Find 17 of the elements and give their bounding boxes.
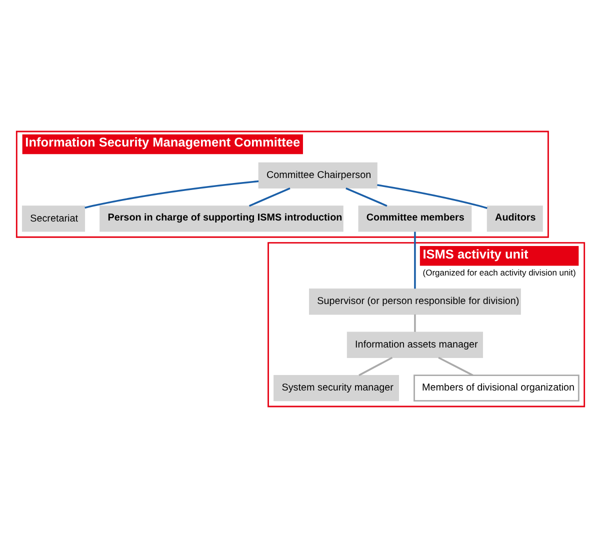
- connector: [438, 356, 474, 376]
- connector: [346, 187, 388, 207]
- connector: [414, 314, 416, 332]
- node-box: Committee members: [358, 206, 472, 232]
- connector: [414, 232, 416, 289]
- node-box: Members of divisional organization: [414, 374, 580, 402]
- connector: [84, 180, 259, 209]
- connector: [358, 356, 393, 376]
- connector: [248, 187, 290, 207]
- node-box: Information assets manager: [346, 332, 483, 358]
- node-box: Secretariat: [22, 206, 86, 232]
- connector: [377, 184, 488, 209]
- node-box: Supervisor (or person responsible for division): [309, 288, 521, 315]
- node-box: Auditors: [486, 206, 543, 232]
- node-box: Person in charge of supporting ISMS introduction: [100, 206, 344, 232]
- node-box: Committee Chairperson: [258, 162, 378, 189]
- node-box: System security manager: [274, 374, 400, 402]
